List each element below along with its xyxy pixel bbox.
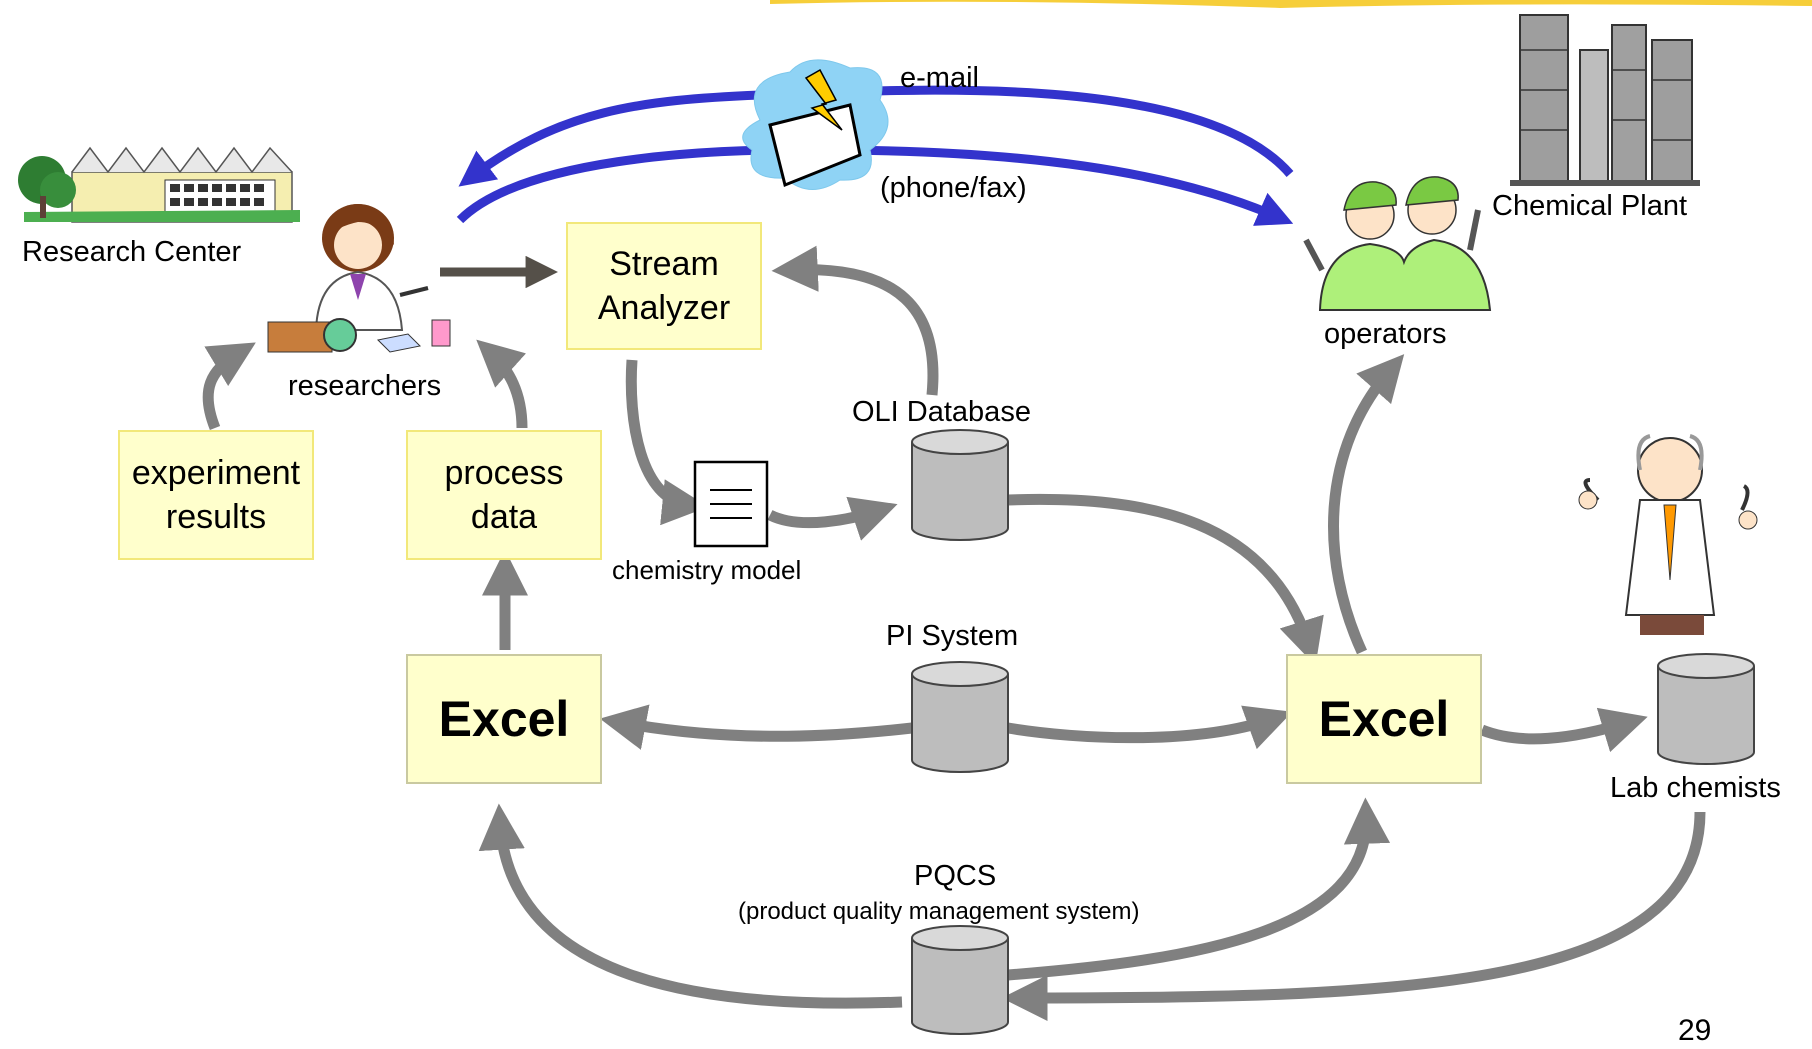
- researcher-icon: [267, 204, 451, 353]
- lab-chemists-label: Lab chemists: [1610, 772, 1781, 804]
- top-accent-strip: [770, 0, 1812, 8]
- email-cloud-icon: [742, 59, 889, 190]
- operators-icon: [1303, 176, 1492, 311]
- stream-analyzer-line1: Stream: [609, 244, 719, 283]
- page-number: 29: [1678, 1014, 1712, 1047]
- stream-analyzer-line2: Analyzer: [597, 289, 731, 327]
- database-cylinder-pqcs: [911, 925, 1009, 1035]
- email-label: e-mail: [900, 62, 979, 94]
- factory-building-icon: [18, 146, 300, 223]
- experiment-results-line1: experiment: [131, 453, 301, 492]
- excel-right-box: Excel: [1286, 654, 1482, 784]
- pqcs-full-label: (product quality management system): [738, 898, 1140, 925]
- experiment-results-line2: results: [165, 498, 267, 536]
- pqcs-label: PQCS: [914, 860, 997, 892]
- pi-system-label: PI System: [886, 620, 1019, 652]
- flow-arrows: [202, 245, 1706, 1022]
- phone-fax-label: (phone/fax): [880, 172, 1027, 204]
- database-cylinder-pi: [911, 661, 1009, 773]
- excel-left-box: Excel: [406, 654, 602, 784]
- stream-analyzer-box: Stream Analyzer: [566, 222, 762, 350]
- process-data-line2: data: [470, 498, 538, 536]
- excel-right-label: Excel: [1318, 690, 1450, 747]
- process-data-box: process data: [406, 430, 602, 560]
- database-cylinder-lab: [1657, 653, 1755, 765]
- excel-left-label: Excel: [438, 690, 570, 747]
- database-cylinder-oli: [911, 429, 1009, 541]
- operators-label: operators: [1324, 318, 1447, 350]
- document-icon: [693, 460, 769, 548]
- chemical-plant-label: Chemical Plant: [1492, 190, 1688, 222]
- research-center-label: Research Center: [22, 236, 242, 268]
- chemical-plant-icon: [1510, 14, 1700, 186]
- process-data-line1: process: [444, 453, 564, 492]
- lab-chemist-icon: [1578, 434, 1758, 635]
- researchers-label: researchers: [288, 370, 442, 402]
- experiment-results-box: experiment results: [118, 430, 314, 560]
- chemistry-model-label: chemistry model: [612, 555, 802, 585]
- oli-database-label: OLI Database: [852, 396, 1031, 428]
